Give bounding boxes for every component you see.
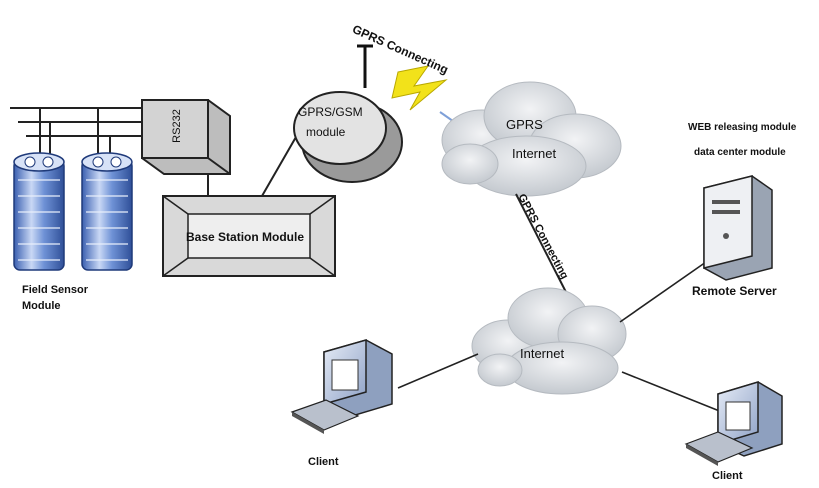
sensor-bus-lines — [10, 107, 142, 160]
rs232-box-icon — [141, 99, 231, 175]
web-releasing-module-label: WEB releasing module — [688, 122, 797, 133]
field-sensor-label-line2: Module — [22, 300, 61, 312]
remote-server-label: Remote Server — [692, 284, 777, 298]
server-icon — [703, 175, 773, 281]
client-left-label: Client — [308, 456, 339, 468]
base-station-icon — [162, 195, 336, 277]
client-computer-icon — [290, 339, 393, 434]
field-sensor-icon — [81, 152, 133, 271]
client-computer-icon — [684, 380, 783, 466]
field-sensor-icon — [13, 152, 65, 271]
client-right-label: Client — [712, 470, 743, 482]
internet-label: Internet — [520, 346, 565, 361]
gprs-gsm-module-label-line2: module — [306, 125, 346, 139]
cloud-icon — [441, 81, 622, 197]
field-sensor-label-line1: Field Sensor — [22, 284, 89, 296]
gprs-gsm-module-label-line1: GPRS/GSM — [298, 105, 363, 119]
antenna-icon — [357, 44, 373, 88]
rs232-label: RS232 — [170, 109, 183, 143]
cloud-icon — [471, 287, 627, 395]
internet-links — [397, 261, 723, 413]
base-gprs-link — [261, 129, 301, 197]
gprs-internet-label-line2: Internet — [512, 146, 557, 161]
lightning-icon — [391, 65, 448, 111]
gprs-internet-label-line1: GPRS — [506, 117, 543, 132]
gprs-internet-link — [515, 193, 571, 301]
base-station-label: Base Station Module — [186, 230, 305, 244]
data-center-module-label: data center module — [694, 147, 786, 158]
gprs-module-icon — [293, 91, 403, 183]
